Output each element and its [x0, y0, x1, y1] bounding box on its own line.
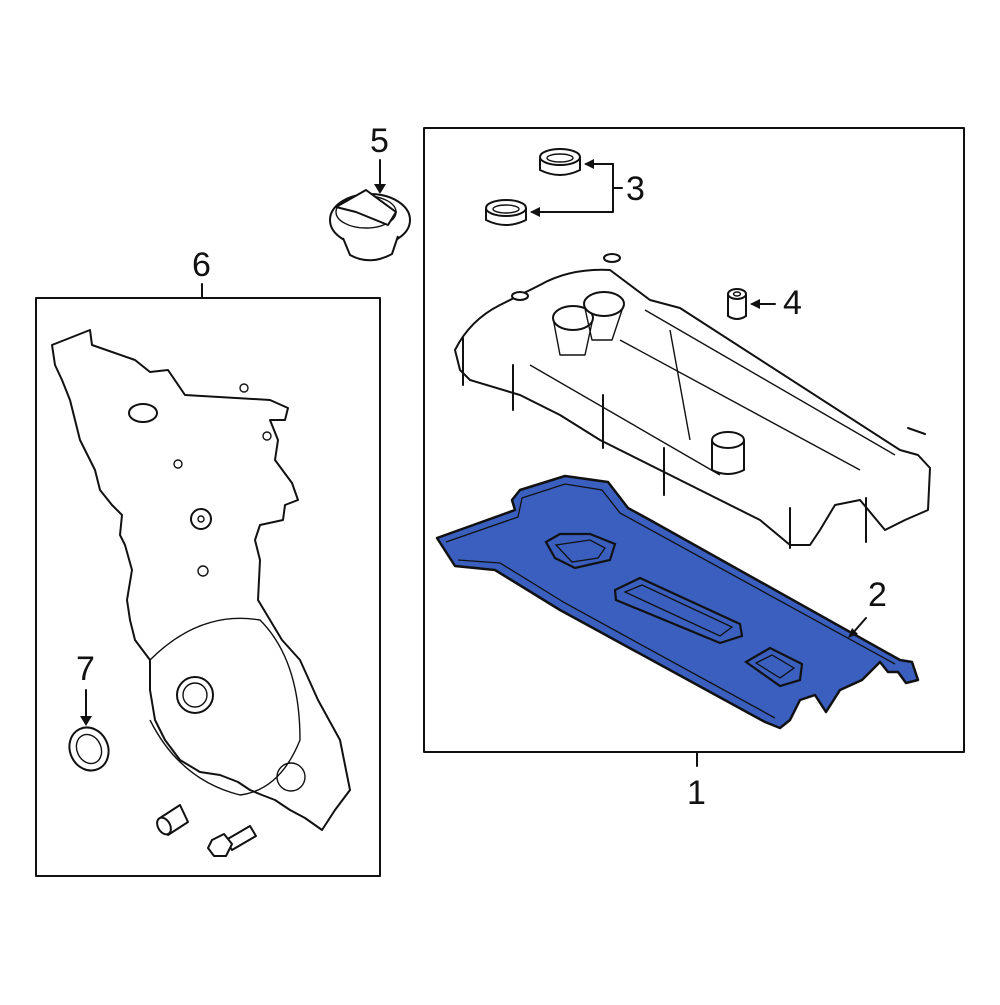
callout-1: 1 — [687, 774, 706, 812]
group-box-6 — [35, 283, 381, 877]
dowel-pin-part[interactable] — [154, 804, 189, 837]
callout-3: 3 — [626, 170, 645, 208]
bolt-part[interactable] — [207, 825, 257, 857]
valve-cover-gasket-part[interactable] — [435, 474, 920, 730]
callout-5: 5 — [370, 122, 389, 160]
callout-2: 2 — [868, 576, 887, 614]
grommet-seals-part[interactable] — [485, 148, 623, 226]
timing-cover-part[interactable] — [51, 329, 351, 831]
valve-cover-part[interactable] — [454, 253, 931, 549]
callout-4: 4 — [783, 284, 802, 322]
crankshaft-seal-part[interactable] — [62, 689, 115, 777]
oil-filler-cap-part[interactable] — [329, 159, 411, 262]
spacer-part[interactable] — [727, 288, 776, 320]
callout-6: 6 — [192, 246, 211, 284]
callout-7: 7 — [76, 650, 95, 688]
group-box-1 — [423, 127, 965, 767]
